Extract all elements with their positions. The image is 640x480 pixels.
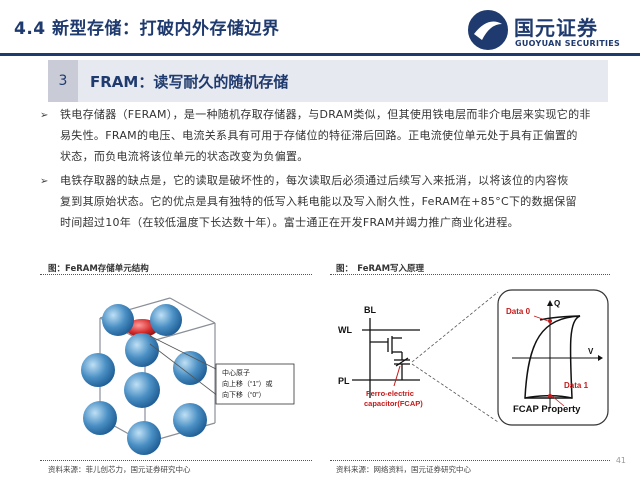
paragraph-line: 时间超过10年（在较低温度下长达数十年）。富士通正在开发FRAM并竭力推广商业化… xyxy=(60,216,519,229)
callout-line: 向上移（“1”）或 xyxy=(222,379,273,388)
v-label: V xyxy=(588,347,594,356)
circuit-lines xyxy=(352,318,420,398)
atom-sphere xyxy=(173,351,207,385)
q-label: Q xyxy=(554,299,560,308)
data0-point xyxy=(548,319,552,323)
hysteresis-curve xyxy=(524,394,573,399)
atom-sphere xyxy=(124,372,160,408)
brand-logo: 国元证券 GUOYUAN SECURITIES xyxy=(468,10,628,54)
atom-sphere xyxy=(81,353,115,387)
feram-cell-structure-diagram: 中心原子 向上移（“1”）或 向下移（“0”） xyxy=(81,297,295,455)
logo-english-name: GUOYUAN SECURITIES xyxy=(515,39,621,48)
section-number: 3 xyxy=(48,60,78,102)
guoyuan-logo-icon xyxy=(468,10,508,50)
atom-sphere xyxy=(125,333,159,367)
q-axis-arrow-icon xyxy=(547,300,553,306)
wordline-label: WL xyxy=(338,325,352,335)
figure-rule-bottom-right xyxy=(330,460,610,461)
data1-pointer xyxy=(551,395,565,407)
paragraph-fram-pros-cons: 电铁存取器的缺点是，它的读取是破坏性的，每次读取后必须通过后续写入来抵消，以将该… xyxy=(60,170,626,233)
callout-line: 向下移（“0”） xyxy=(222,390,266,399)
figure-caption-left: 图：FeRAM存储单元结构 xyxy=(48,264,149,274)
figure-rule-bottom-left xyxy=(40,460,312,461)
figure-caption-right: 图： FeRAM写入原理 xyxy=(336,264,425,274)
data0-pointer xyxy=(533,315,549,322)
paragraph-line: 状态，而负电流将该位单元的状态改变为负偏置。 xyxy=(60,150,309,163)
zoom-connector xyxy=(411,291,499,363)
section-title: FRAM：读写耐久的随机存储 xyxy=(90,73,289,91)
callout-box xyxy=(215,363,295,405)
lattice-spheres xyxy=(81,304,207,455)
data1-label: Data 1 xyxy=(564,381,589,390)
ferro-label: Ferro-electric xyxy=(366,389,414,398)
figure-source-left: 资料来源：菲儿创芯力，国元证券研究中心 xyxy=(48,465,191,474)
fcap-property-label: FCAP Property xyxy=(513,404,581,415)
callout-line: 中心原子 xyxy=(222,368,250,377)
paragraph-fram-definition: 铁电存储器（FERAM），是一种随机存取存储器，与DRAM类似，但其使用铁电层而… xyxy=(60,104,626,167)
figure-rule-top-left xyxy=(40,274,312,275)
atom-sphere xyxy=(83,401,117,435)
paragraph-line: 复到其原始状态。它的优点是具有独特的低写入耗电能以及写入耐久性，FeRAM在+8… xyxy=(60,195,577,208)
header-divider xyxy=(0,53,640,56)
hysteresis-curve xyxy=(539,315,581,321)
callout-leader xyxy=(149,343,219,397)
feram-write-principle-diagram: BL WL PL Ferro-electric capacitor(FCAP) … xyxy=(338,289,609,426)
atom-sphere xyxy=(127,421,161,455)
fcap-pointer xyxy=(393,365,401,387)
data0-label: Data 0 xyxy=(506,307,531,316)
v-axis-arrow-icon xyxy=(598,355,603,361)
paragraph-line: 电铁存取器的缺点是，它的读取是破坏性的，每次读取后必须通过后续写入来抵消，以将该… xyxy=(60,174,569,187)
logo-chinese-name: 国元证券 xyxy=(514,16,598,40)
callout-leader xyxy=(149,335,219,371)
section-banner xyxy=(48,60,608,102)
zoom-connector xyxy=(411,363,499,423)
bullet-icon: ➢ xyxy=(40,110,49,121)
page-number: 41 xyxy=(615,456,626,465)
atom-sphere xyxy=(150,304,182,336)
plateline-label: PL xyxy=(338,376,350,386)
page-title: 4.4 新型存储：打破内外存储边界 xyxy=(14,19,280,39)
data1-point xyxy=(548,394,552,398)
figure-source-right: 资料来源：网络资料，国元证券研究中心 xyxy=(336,465,471,474)
paragraph-line: 铁电存储器（FERAM），是一种随机存取存储器，与DRAM类似，但其使用铁电层而… xyxy=(60,108,591,121)
center-atom-icon xyxy=(126,319,158,337)
paragraph-line: 易失性。FRAM的电压、电流关系具有可用于存储位的特征滞后回路。正电流使位单元处… xyxy=(60,129,578,142)
figure-rule-top-right xyxy=(330,274,610,275)
fcap-label: capacitor(FCAP) xyxy=(364,399,423,408)
bullet-icon: ➢ xyxy=(40,176,49,187)
atom-sphere xyxy=(173,403,207,437)
atom-sphere xyxy=(102,304,134,336)
bitline-label: BL xyxy=(364,305,376,315)
